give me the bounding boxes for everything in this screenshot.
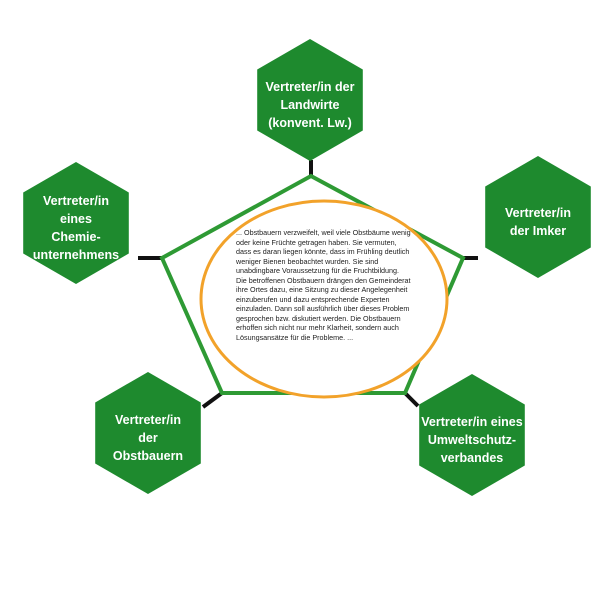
hexagon-obstbauern [95,372,201,494]
hexagon-imker [485,156,591,278]
hex-label-imker: Vertreter/in der Imker [504,205,571,238]
hexagon-chemie [23,162,129,284]
connector-lines [138,160,478,409]
hex-label-chemie: Vertreter/in eines Chemie- unternehmens [32,193,120,263]
central-circle [199,199,449,399]
connector-obstbauern [201,391,224,409]
hex-label-umweltschutz: Vertreter/in eines Umweltschutz- verband… [421,414,523,466]
scenario-text: ... Obstbauern verzweifelt, weil viele O… [236,228,411,342]
stakeholder-hexagons [23,39,591,496]
hexagon-umweltschutz [419,374,525,496]
connector-umweltschutz [403,391,420,408]
hexagon-landwirte [257,39,363,161]
hex-label-obstbauern: Vertreter/in der Obstbauern [112,412,184,464]
hex-label-landwirte: Vertreter/in der Landwirte (konvent. Lw.… [265,79,355,131]
